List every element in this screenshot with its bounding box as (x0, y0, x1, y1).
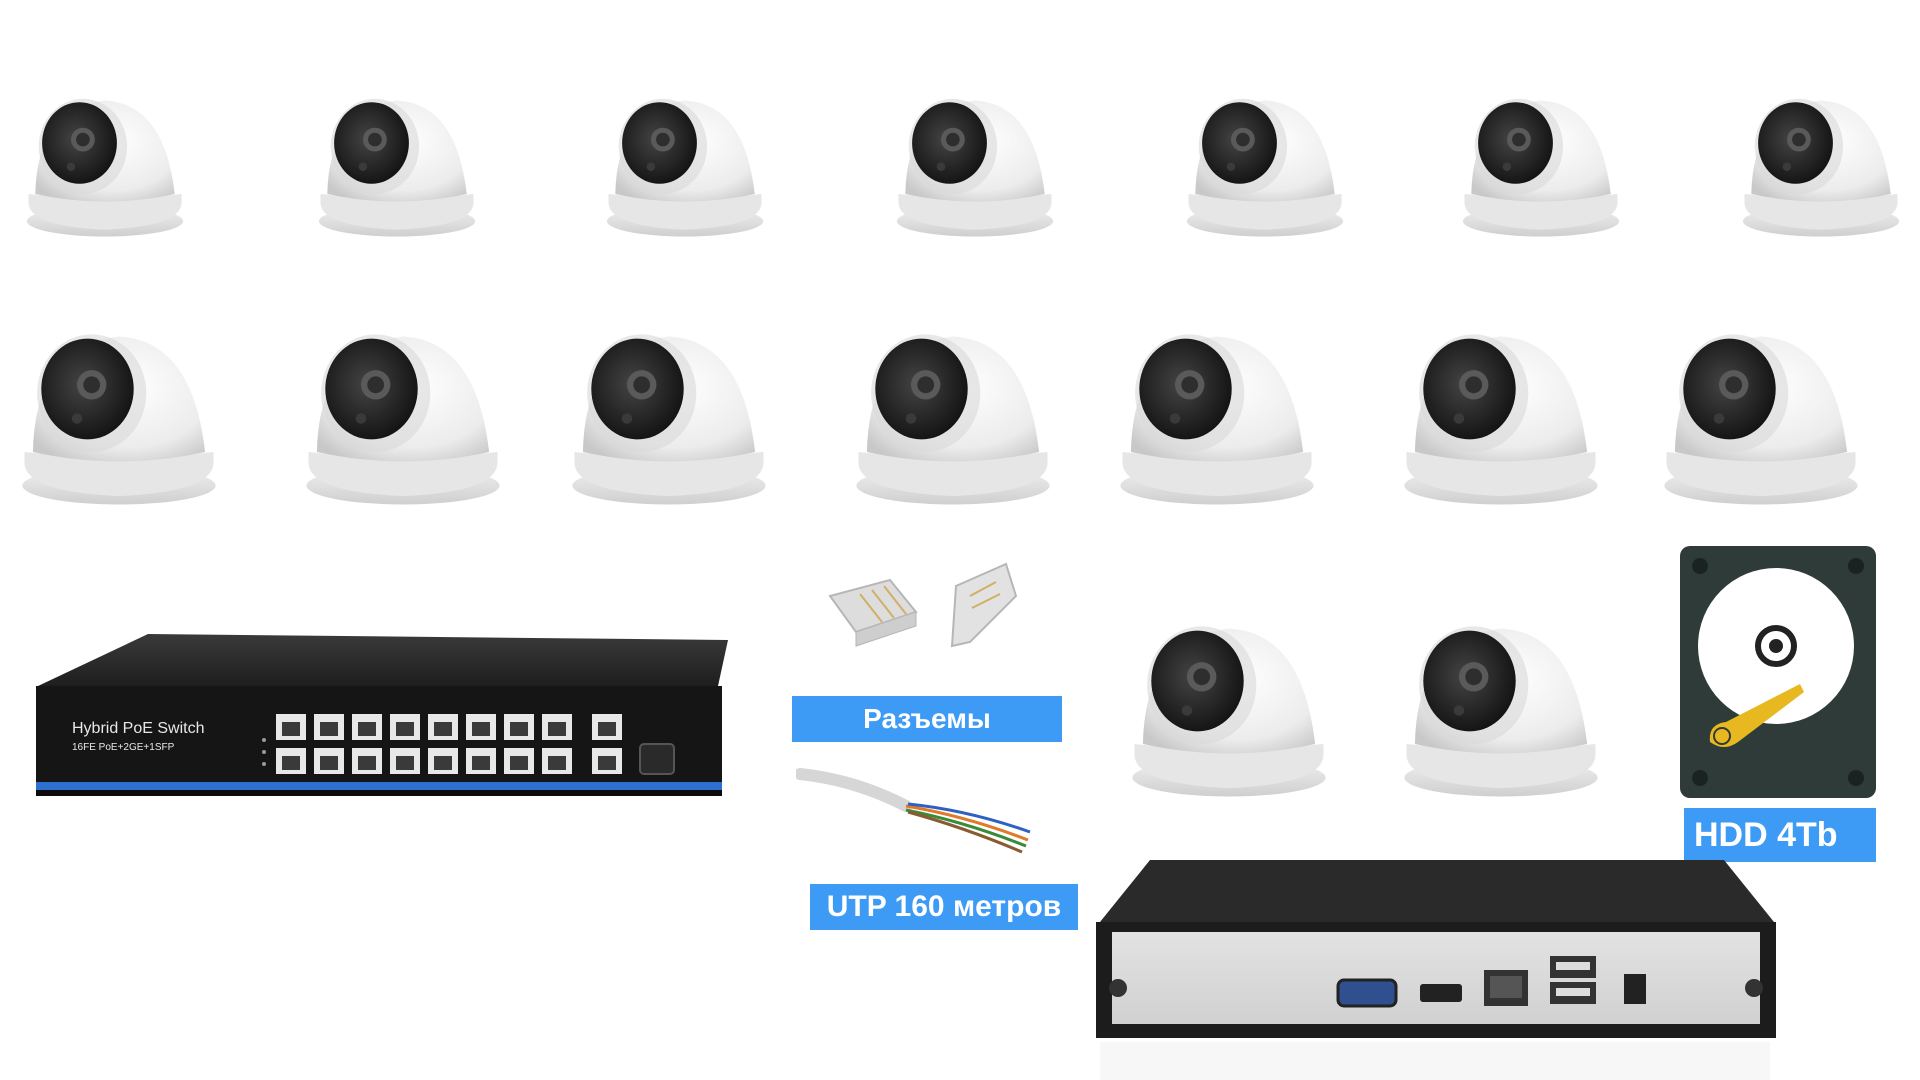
dome-camera-icon (1396, 300, 1606, 520)
cable-label: UTP 160 метров (810, 884, 1078, 930)
switch-model-subtitle: 16FE PoE+2GE+1SFP (72, 742, 175, 753)
dome-camera-icon (14, 300, 224, 520)
dome-camera-icon (298, 300, 508, 520)
nvr-recorder-icon (1090, 860, 1780, 1080)
dome-camera-icon (1396, 592, 1606, 812)
dome-camera-icon (564, 300, 774, 520)
dome-camera-icon (20, 70, 190, 250)
poe-switch-icon: Hybrid PoE Switch 16FE PoE+2GE+1SFP (28, 634, 734, 804)
dome-camera-icon (1180, 70, 1350, 250)
dome-camera-icon (1656, 300, 1866, 520)
dome-camera-icon (1456, 70, 1626, 250)
dome-camera-icon (1124, 592, 1334, 812)
dome-camera-icon (1112, 300, 1322, 520)
dome-camera-icon (848, 300, 1058, 520)
rj45-connector-icon (820, 556, 1040, 666)
connectors-label: Разъемы (792, 696, 1062, 742)
hdd-label: HDD 4Tb (1684, 808, 1876, 862)
switch-model-title: Hybrid PoE Switch (72, 720, 205, 737)
dome-camera-icon (600, 70, 770, 250)
hard-disk-icon (1680, 546, 1876, 798)
dome-camera-icon (890, 70, 1060, 250)
utp-cable-icon (796, 760, 1036, 860)
dome-camera-icon (312, 70, 482, 250)
dome-camera-icon (1736, 70, 1906, 250)
